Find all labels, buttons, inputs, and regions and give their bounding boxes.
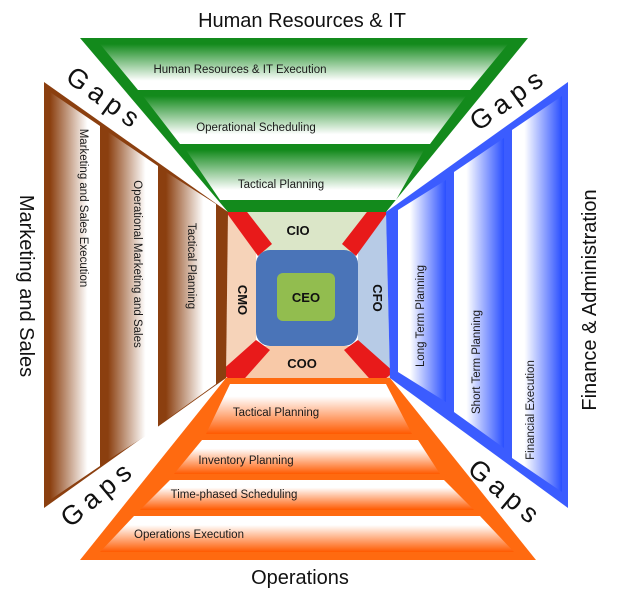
- hr-it-level-2-label: Operational Scheduling: [196, 122, 316, 134]
- finance-funnel: Long Term Planning Short Term Planning F…: [386, 82, 568, 508]
- operations-level-2-label: Inventory Planning: [198, 455, 293, 467]
- finance-level-2-bar: [454, 138, 504, 448]
- operations-level-2-bar: [174, 440, 440, 474]
- marketing-funnel: Marketing and Sales Execution Operationa…: [44, 82, 228, 508]
- operations-level-4-label: Operations Execution: [134, 529, 244, 541]
- hr-it-level-2-bar: [143, 96, 466, 144]
- title-operations: Operations: [251, 567, 349, 589]
- cfo-band: [358, 212, 390, 378]
- marketing-level-3-label: Tactical Planning: [185, 223, 197, 309]
- ceo-label: CEO: [292, 290, 320, 305]
- finance-level-2-label: Short Term Planning: [471, 310, 483, 414]
- finance-level-1-label: Long Term Planning: [415, 265, 427, 367]
- connector-top-right: [342, 208, 388, 256]
- operations-funnel: Tactical Planning Inventory Planning Tim…: [80, 378, 536, 560]
- operations-level-1-bar: [206, 384, 412, 434]
- hr-it-level-1-bar: [100, 44, 508, 90]
- finance-level-1-bar: [398, 180, 446, 402]
- hr-it-level-3-label: Tactical Planning: [238, 179, 324, 191]
- marketing-level-1-label: Marketing and Sales Execution: [77, 129, 89, 288]
- title-hr-it: Human Resources & IT: [198, 10, 406, 32]
- corner-connectors: [220, 208, 394, 386]
- cmo-label: CMO: [235, 285, 250, 315]
- marketing-level-2-label: Operational Marketing and Sales: [131, 180, 143, 348]
- hr-it-funnel: Human Resources & IT Execution Operation…: [80, 38, 528, 212]
- hr-it-level-3-bar: [186, 150, 424, 200]
- title-marketing: Marketing and Sales: [15, 195, 37, 377]
- operations-level-4-bar: [100, 516, 514, 552]
- connector-top-left: [226, 208, 272, 256]
- connector-bottom-left: [220, 340, 270, 386]
- cfo-label: CFO: [370, 284, 385, 311]
- operations-level-3-bar: [140, 480, 474, 510]
- cio-label: CIO: [286, 223, 309, 238]
- marketing-level-3-bar: [166, 172, 216, 420]
- marketing-level-1-bar: [50, 92, 100, 500]
- operations-level-1-label: Tactical Planning: [233, 407, 319, 419]
- coo-label: COO: [287, 356, 317, 371]
- marketing-level-2-bar: [108, 132, 158, 460]
- cmo-band: [226, 212, 256, 378]
- connector-bottom-right: [344, 340, 394, 386]
- title-finance: Finance & Administration: [579, 189, 601, 410]
- operations-level-3-label: Time-phased Scheduling: [171, 489, 298, 501]
- finance-level-3-bar: [512, 96, 562, 492]
- hr-it-level-1-label: Human Resources & IT Execution: [153, 64, 326, 76]
- ceo-inner-box: [277, 273, 335, 321]
- finance-level-3-label: Financial Execution: [525, 360, 537, 460]
